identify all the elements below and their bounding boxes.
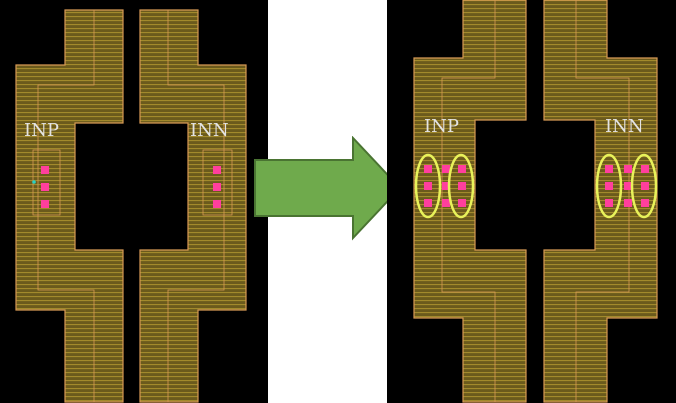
contacts-right — [605, 165, 649, 207]
contacts-left — [424, 165, 466, 207]
inner-outline-lines — [32, 10, 233, 402]
label-inn: INN — [605, 116, 644, 137]
highlight-rings-left — [414, 153, 475, 219]
metal-shape-right — [543, 0, 658, 403]
layout-before-panel: INP INN — [0, 0, 268, 403]
right-arrow-icon — [254, 136, 402, 241]
label-inp: INP — [24, 120, 59, 141]
contacts-right — [213, 166, 221, 208]
highlight-rings-right — [595, 153, 658, 219]
contacts-left — [41, 166, 49, 208]
metal-shape-right — [139, 9, 247, 403]
layout-after-panel: INP INN — [387, 0, 676, 403]
metal-shape-left — [15, 9, 124, 403]
label-inn: INN — [190, 120, 229, 141]
marker-dot — [32, 180, 36, 184]
layout-after-canvas: INP INN — [413, 0, 658, 403]
layout-before-canvas: INP INN — [15, 9, 247, 403]
label-inp: INP — [424, 116, 459, 137]
